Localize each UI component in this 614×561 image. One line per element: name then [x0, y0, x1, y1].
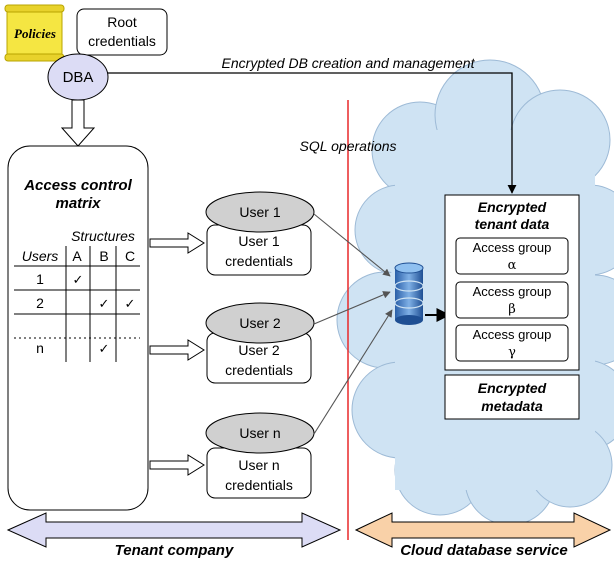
matrix-to-cred1-arrow: [149, 232, 205, 254]
user1-label: User 1: [239, 204, 280, 220]
sql-arrows: [313, 213, 393, 435]
usern-label: User n: [239, 425, 280, 441]
tenant-data-line1: Encrypted: [478, 199, 547, 215]
acm-row2-user: 2: [36, 295, 44, 311]
access-group-gamma-label: Access group: [473, 327, 552, 342]
sql-operations-label: SQL operations: [299, 138, 396, 154]
acm-title-line1: Access control: [23, 177, 132, 194]
dba-to-matrix-arrow: [60, 99, 96, 147]
dba-node: DBA: [47, 53, 109, 101]
acm-header-b: B: [99, 248, 108, 264]
user1-node: [205, 191, 315, 233]
acm-rown-b: ✓: [99, 342, 110, 357]
encrypted-db-arrow: [108, 72, 517, 194]
cloud-service-arrow: [354, 512, 612, 548]
user2-credentials-line1: User 2: [238, 342, 279, 358]
root-credentials-line2: credentials: [88, 33, 156, 49]
metadata-box: Encrypted metadata: [444, 374, 580, 420]
encrypted-db-label: Encrypted DB creation and management: [222, 55, 476, 71]
metadata-line1: Encrypted: [478, 380, 547, 396]
usern-credentials-line1: User n: [238, 457, 279, 473]
database-icon: [394, 262, 424, 325]
acm-row2-b: ✓: [99, 297, 110, 312]
access-group-gamma-symbol: γ: [508, 345, 516, 360]
access-group-beta-label: Access group: [473, 284, 552, 299]
access-group-alpha-label: Access group: [473, 240, 552, 255]
tenant-data-box: Encrypted tenant data Access group α Acc…: [444, 194, 580, 371]
acm-row2-c: ✓: [125, 297, 136, 312]
root-credentials-box: Root credentials: [76, 8, 168, 56]
acm-title-line2: matrix: [55, 195, 101, 212]
access-group-alpha: [455, 237, 569, 275]
user2-credentials-line2: credentials: [225, 362, 293, 378]
user1-credentials-line1: User 1: [238, 233, 279, 249]
acm-header-a: A: [72, 248, 82, 264]
tenant-data-line2: tenant data: [475, 216, 550, 232]
user2-label: User 2: [239, 315, 280, 331]
policies-label: Policies: [14, 26, 56, 41]
tenant-company-arrow: [6, 512, 342, 548]
root-credentials-line1: Root: [107, 14, 137, 30]
acm-header-c: C: [125, 248, 135, 264]
acm-rown-user: n: [36, 340, 44, 356]
access-control-matrix: Access control matrix Structures Users A…: [7, 145, 149, 511]
matrix-to-credn-arrow: [149, 454, 205, 476]
cloud-service-label: Cloud database service: [400, 542, 568, 559]
tenant-company-label: Tenant company: [115, 542, 234, 559]
acm-structures-label: Structures: [71, 228, 135, 244]
matrix-to-cred2-arrow: [149, 339, 205, 361]
access-group-alpha-symbol: α: [508, 258, 517, 273]
access-group-gamma: [455, 324, 569, 362]
dba-label: DBA: [63, 69, 94, 86]
policies-scroll-icon: Policies: [4, 4, 65, 62]
acm-header-users: Users: [22, 248, 59, 264]
access-group-beta-symbol: β: [508, 302, 516, 317]
access-group-beta: [455, 281, 569, 319]
user2-node: [205, 302, 315, 344]
metadata-line2: metadata: [481, 398, 543, 414]
user1-credentials-line2: credentials: [225, 253, 293, 269]
acm-row1-user: 1: [36, 271, 44, 287]
acm-row1-a: ✓: [73, 273, 84, 288]
usern-credentials-line2: credentials: [225, 477, 293, 493]
